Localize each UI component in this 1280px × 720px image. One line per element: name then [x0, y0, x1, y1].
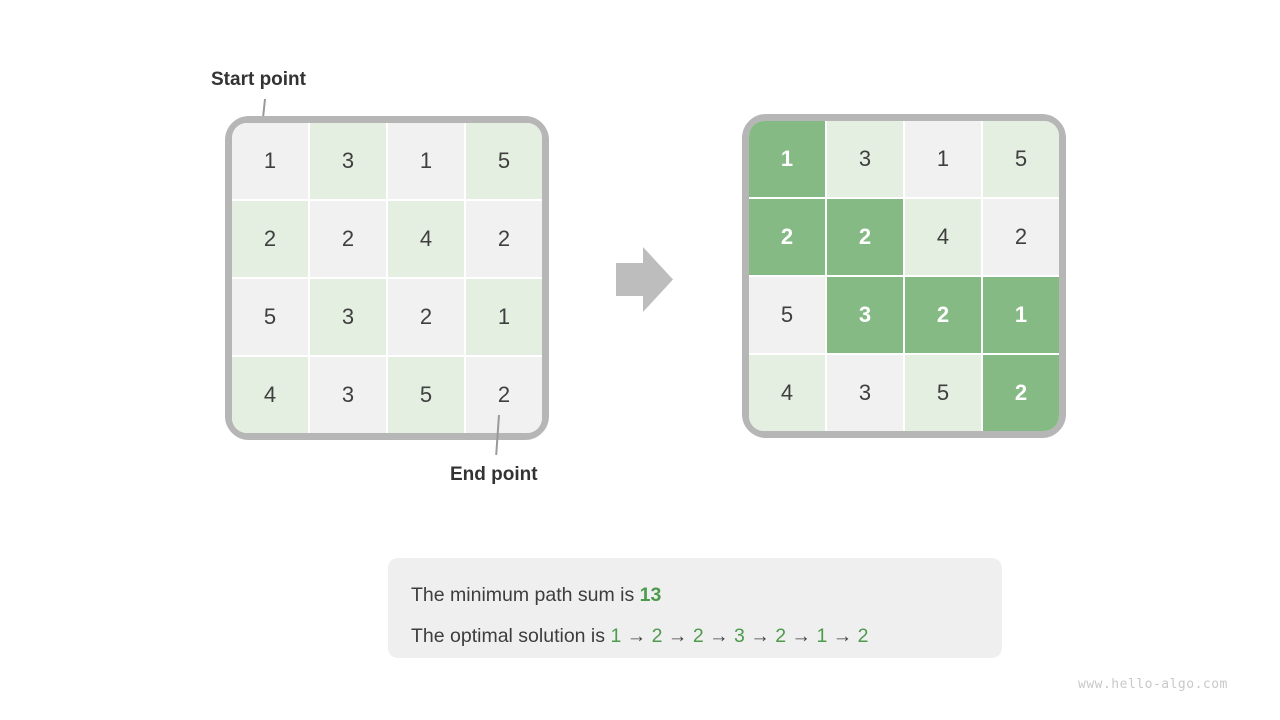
watermark: www.hello-algo.com: [1078, 677, 1228, 692]
grid-cell-2-3: 1: [466, 279, 542, 355]
grid-cell-1-3: 2: [466, 201, 542, 277]
result-solution-line: The optimal solution is 1 → 2 → 2 → 3 → …: [411, 616, 978, 657]
grid-cell-1-3: 2: [983, 199, 1059, 275]
grid-cell-1-1: 2: [310, 201, 386, 277]
solution-arrow-separator: →: [744, 625, 776, 647]
result-sum-value: 13: [639, 584, 662, 606]
result-sum-prefix: The minimum path sum is: [411, 584, 640, 606]
solution-step-value: 1: [610, 625, 622, 647]
grid-cell-1-1: 2: [827, 199, 903, 275]
grid-cell-3-0: 4: [749, 355, 825, 431]
grid-cell-3-1: 3: [310, 357, 386, 433]
solution-arrow-separator: →: [786, 625, 817, 647]
grid-cell-0-3: 5: [466, 123, 542, 199]
grid-cell-3-1: 3: [827, 355, 903, 431]
grid-cell-2-1: 3: [827, 277, 903, 353]
end-point-label: End point: [450, 464, 538, 485]
grid-cell-2-3: 1: [983, 277, 1059, 353]
solution-arrow-separator: →: [662, 625, 693, 647]
solution-step-value: 2: [775, 625, 787, 647]
result-solution-prefix: The optimal solution is: [411, 625, 611, 647]
grid-cell-2-2: 2: [905, 277, 981, 353]
grid-cell-1-2: 4: [905, 199, 981, 275]
grid-cell-2-2: 2: [388, 279, 464, 355]
grid-cell-1-0: 2: [749, 199, 825, 275]
grid-cell-2-0: 5: [749, 277, 825, 353]
grid-cell-3-2: 5: [905, 355, 981, 431]
arrow-right-icon: [616, 247, 673, 312]
grid-cell-0-1: 3: [310, 123, 386, 199]
grid-cell-0-2: 1: [388, 123, 464, 199]
grid-cell-2-1: 3: [310, 279, 386, 355]
solution-step-value: 1: [816, 625, 828, 647]
solution-step-value: 2: [857, 625, 869, 647]
grid-cell-0-1: 3: [827, 121, 903, 197]
grid-cell-3-3: 2: [466, 357, 542, 433]
solution-arrow-separator: →: [827, 625, 858, 647]
grid-cell-3-2: 5: [388, 357, 464, 433]
solution-arrow-separator: →: [621, 625, 652, 647]
grid-cell-2-0: 5: [232, 279, 308, 355]
grid-cell-0-2: 1: [905, 121, 981, 197]
grid-cell-0-3: 5: [983, 121, 1059, 197]
grid-cell-1-0: 2: [232, 201, 308, 277]
grid-cell-3-0: 4: [232, 357, 308, 433]
solution-step-value: 2: [651, 625, 663, 647]
result-sum-line: The minimum path sum is 13: [411, 575, 978, 616]
result-solution-sequence: 1 → 2 → 2 → 3 → 2 → 1 → 2: [610, 625, 868, 647]
grid-cell-1-2: 4: [388, 201, 464, 277]
grid-cell-3-3: 2: [983, 355, 1059, 431]
solution-step-value: 2: [692, 625, 704, 647]
result-box: The minimum path sum is 13 The optimal s…: [388, 558, 1002, 658]
grid-cell-0-0: 1: [232, 123, 308, 199]
solution-arrow-separator: →: [703, 625, 735, 647]
solution-step-value: 3: [734, 625, 745, 647]
grid-cell-0-0: 1: [749, 121, 825, 197]
start-point-label: Start point: [211, 69, 306, 90]
